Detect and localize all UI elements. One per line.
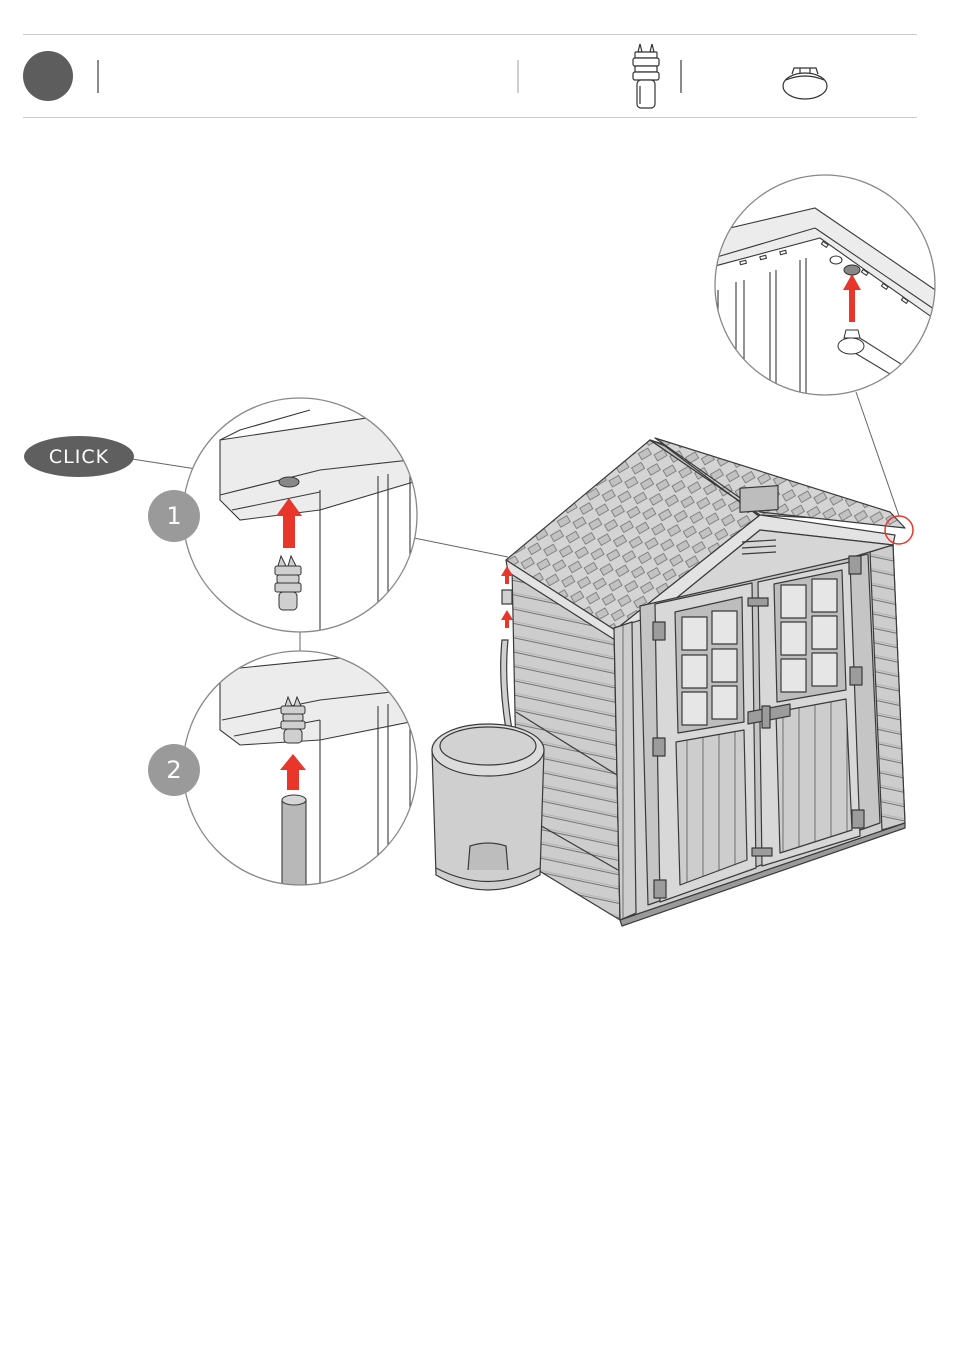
detail-2 (183, 650, 420, 900)
downpipe (501, 566, 513, 730)
shed (506, 438, 905, 926)
water-barrel (432, 724, 544, 890)
detail-1 (183, 398, 420, 640)
detail-2-number-badge: 2 (148, 744, 200, 796)
gable-vent (740, 486, 778, 513)
detail-1-number-badge: 1 (148, 490, 200, 542)
detail-top-right (700, 175, 950, 420)
click-label-badge: CLICK (24, 436, 134, 477)
highlight-circle (885, 516, 913, 544)
